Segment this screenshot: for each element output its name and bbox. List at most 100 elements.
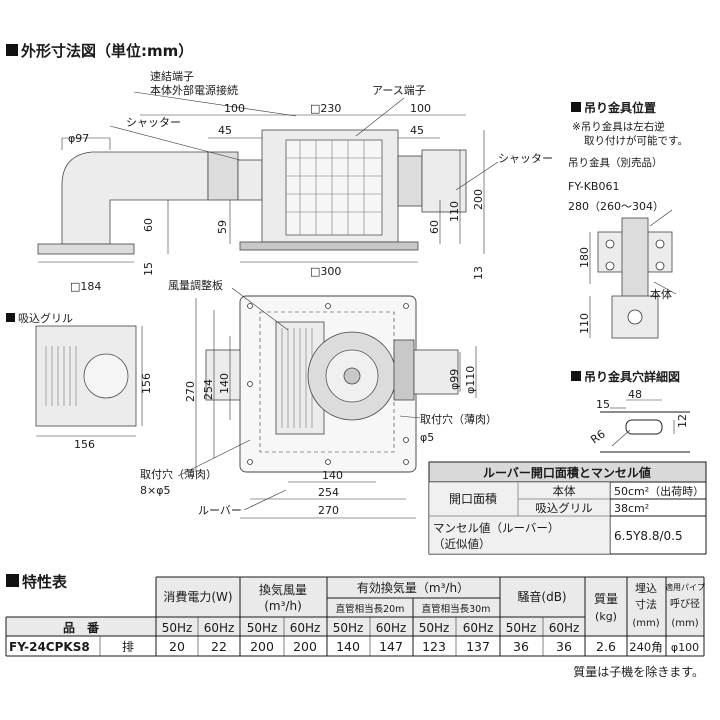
spec-val-noise-50: 36 — [513, 639, 529, 654]
motor-grid — [286, 140, 382, 235]
right-outlet — [421, 149, 467, 213]
dim-200: 200 — [472, 189, 485, 210]
dim-15-b: 15 — [596, 398, 610, 411]
spec-hz-power-50: 50Hz — [162, 621, 193, 635]
dim-phi110: φ110 — [464, 366, 477, 394]
spec-hz-power-60: 60Hz — [204, 621, 235, 635]
dim-13: 13 — [472, 266, 485, 280]
louver-row1-label: 開口面積 — [449, 491, 497, 506]
spec-val-noise-60: 36 — [556, 639, 572, 654]
dim-156-v: 156 — [140, 373, 153, 394]
spec-table: 消費電力(W) 換気風量 (m³/h) 有効換気量（m³/h） 直管相当長20m… — [5, 576, 705, 657]
spec-val-mass: 2.6 — [596, 639, 616, 654]
spec-h-embed-2: 寸法 — [635, 597, 657, 611]
spec-hz-d20-60: 60Hz — [376, 621, 407, 635]
mount-holes — [247, 303, 409, 465]
hole-detail-title: 吊り金具穴詳細図 — [584, 369, 680, 384]
bracket-bar — [621, 217, 649, 299]
spec-h-model: 品 番 — [63, 620, 100, 635]
dim-45-left: 45 — [218, 124, 232, 137]
spec-hz-d30-50: 50Hz — [419, 621, 450, 635]
detail-slot — [625, 419, 663, 435]
mount-position-view: 吊り金具位置 ※吊り金具は左右逆 取り付けが可能です。 吊り金具（別売品） FY… — [568, 100, 688, 339]
dim-15: 15 — [142, 262, 155, 276]
grille-slats — [45, 346, 77, 406]
louver-row1b-value: 38cm² — [614, 502, 649, 515]
label-mount-hole-b-size: 8×φ5 — [140, 484, 170, 497]
plan-view: 270 254 140 φ99 φ110 140 254 270 風量調整板 取… — [140, 278, 497, 519]
label-louver: ルーバー — [198, 504, 242, 517]
dim-phi99: φ99 — [448, 369, 461, 390]
mount-pos-title: 吊り金具位置 — [584, 100, 656, 115]
intake-flange — [37, 243, 135, 255]
mount-part-no: FY-KB061 — [568, 180, 619, 193]
label-mount-hole-a: 取付穴（薄肉） — [420, 412, 497, 426]
dim-r6: R6 — [588, 427, 607, 446]
spec-h-embed-3: (mm) — [632, 618, 659, 629]
spec-h-mass: 質量 — [594, 591, 618, 606]
label-mount-hole-a-size: φ5 — [420, 431, 434, 444]
ceiling-flange — [239, 241, 419, 251]
left-adapter — [207, 151, 239, 201]
label-shutter-left: シャッター — [126, 116, 181, 129]
dim-254-h: 254 — [318, 486, 339, 499]
grille-duct-circle — [83, 353, 129, 399]
dim-12: 12 — [676, 414, 689, 428]
mount-note-2: 取り付けが可能です。 — [584, 134, 688, 147]
label-mount-hole-b: 取付穴（薄肉） — [140, 467, 217, 481]
dim-60-left: 60 — [142, 218, 155, 232]
mount-part-label: 吊り金具（別売品） — [568, 156, 663, 169]
dim-110-b: 110 — [578, 313, 591, 334]
spec-val-embed: 240角 — [629, 640, 662, 654]
detail-plate-edges — [600, 411, 690, 453]
label-earth: アース端子 — [372, 84, 426, 97]
spec-val-power-50: 20 — [169, 639, 185, 654]
dim-100-left: 100 — [224, 102, 245, 115]
side-outlet — [393, 339, 415, 401]
spec-h-duct30: 直管相当長30m — [422, 603, 491, 615]
dim-140-h: 140 — [322, 469, 343, 482]
spec-h-embed-1: 埋込 — [635, 582, 657, 595]
dim-phi97: φ97 — [68, 132, 89, 145]
mount-pos-square-icon — [571, 102, 581, 112]
title-square-icon — [6, 44, 18, 56]
dim-sq230: □230 — [310, 102, 341, 115]
spec-h-airflow-unit: (m³/h) — [264, 599, 302, 613]
dim-59: 59 — [216, 220, 229, 234]
side-view: φ97 100 45 □230 100 45 60 15 59 60 110 2… — [37, 69, 553, 293]
spec-mode: 排 — [122, 640, 134, 654]
dim-45-right: 45 — [410, 124, 424, 137]
spec-title: 特性表 — [22, 573, 68, 591]
left-duct-stub — [205, 349, 241, 401]
louver-table: ルーバー開口面積とマンセル値 開口面積 本体 50cm²（出荷時） 吸込グリル … — [428, 461, 707, 555]
left-shutter-box — [237, 159, 263, 201]
spec-h-effective: 有効換気量（m³/h） — [357, 580, 469, 595]
spec-h-pipe-2: 呼び径 — [670, 597, 700, 610]
label-shutter-right: シャッター — [498, 152, 553, 165]
outlet-duct — [413, 349, 459, 395]
hole-detail-view: 吊り金具穴詳細図 48 15 12 R6 — [571, 369, 690, 453]
motor-block — [285, 139, 383, 236]
elbow-duct — [61, 151, 209, 245]
dim-180: 180 — [578, 247, 591, 268]
spec-footnote: 質量は子機を除きます。 — [573, 664, 704, 679]
mount-part-range: 280（260〜304） — [568, 200, 664, 213]
spec-val-d20-60: 147 — [379, 639, 403, 654]
spec-square-icon — [6, 574, 19, 587]
spec-h-pipe-1: 適用パイプ — [665, 582, 705, 592]
louver-row2-value: 6.5Y8.8/0.5 — [614, 529, 683, 543]
spec-val-d30-50: 123 — [422, 639, 446, 654]
dim-254-v: 254 — [202, 379, 215, 400]
fan-hub — [343, 367, 361, 385]
dim-156-h: 156 — [74, 438, 95, 451]
grille-square-icon — [6, 313, 15, 322]
spec-hz-noise-60: 60Hz — [549, 621, 580, 635]
mount-note-1: ※吊り金具は左右逆 — [572, 120, 665, 133]
louver-row2-label-1: マンセル値（ルーバー） — [433, 521, 559, 535]
spec-val-airflow-60: 200 — [293, 639, 317, 654]
dimensions-title: 外形寸法図（単位:mm） — [20, 42, 193, 60]
spec-hz-airflow-60: 60Hz — [290, 621, 321, 635]
dim-270-v: 270 — [184, 381, 197, 402]
louver-row1a-value: 50cm²（出荷時） — [614, 484, 704, 498]
